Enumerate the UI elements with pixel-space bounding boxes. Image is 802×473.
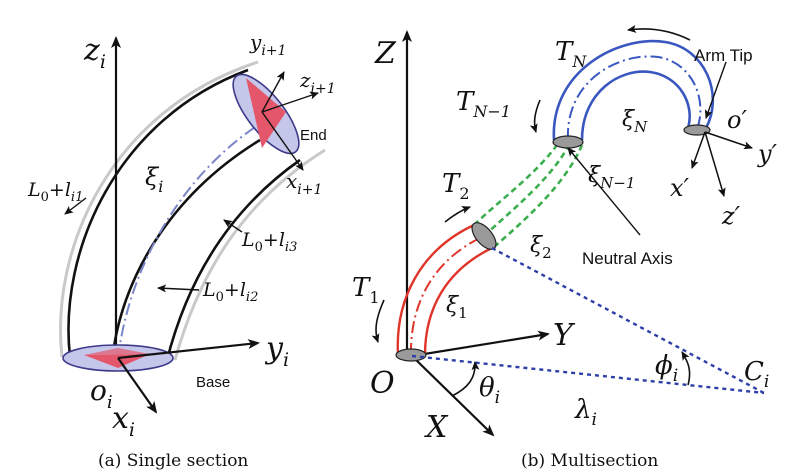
neutral-axis-curve [117, 111, 281, 359]
end-label: End [300, 127, 327, 144]
theta-arc [451, 361, 480, 397]
section-1-red [396, 223, 495, 356]
o-prime-label: o′ [727, 106, 747, 134]
panel-multisection: Z Y X O θi λi ϕi Ci T1 T2 TN−1 TN ξ1 ξ2 … [352, 24, 778, 471]
yi-label: yi [264, 331, 289, 371]
caption-b: (b) Multisection [521, 451, 658, 471]
Z-label: Z [374, 36, 397, 71]
twist-arrows [371, 24, 691, 343]
base-disk-b [395, 348, 427, 362]
zi-label: zi [83, 33, 106, 73]
section-N-blue [552, 39, 715, 141]
z-prime-label: z′ [721, 202, 741, 230]
phi-arc [681, 351, 691, 386]
arm-tip-pointer [704, 61, 727, 119]
caption-a: (a) Single section [98, 451, 248, 471]
construction-lines [411, 246, 765, 395]
xi2-label: ξ2 [530, 233, 552, 262]
xi-axis-arrow [117, 357, 158, 414]
length-leaders [64, 197, 243, 293]
xi-section-label: ξi [145, 163, 163, 196]
O-label: O [370, 366, 395, 401]
base-triangle-top [84, 348, 150, 355]
xiN1-label: ξN−1 [588, 163, 635, 192]
tip-frame-axes [690, 131, 753, 197]
X-label: X [424, 410, 449, 445]
x-next-label: xi+1 [286, 169, 322, 198]
TN1-label: TN−1 [456, 87, 511, 121]
joint-disk-2 [552, 135, 584, 149]
end-triangle [246, 78, 286, 148]
panel-single-section: zi yi xi oi Base End ξi yi+1 zi+1 xi+1 L… [27, 30, 336, 471]
tube-lines [67, 68, 301, 363]
xi-label: xi [112, 401, 135, 441]
Y-axis-arrow [411, 330, 550, 358]
yi-axis-arrow [117, 339, 260, 360]
theta-label: θi [479, 373, 500, 408]
body-shell [59, 60, 326, 361]
base-triangle [84, 354, 150, 368]
Ci-label: Ci [744, 357, 769, 392]
length3-label: L0+li3 [241, 229, 297, 255]
arm-tip-label: Arm Tip [694, 46, 753, 65]
xi1-label: ξ1 [446, 293, 468, 322]
oi-label: oi [90, 374, 113, 413]
xiN-label: ξN [622, 107, 648, 136]
length2-label: L0+li2 [202, 279, 258, 305]
length1-label: L0+li1 [27, 179, 83, 205]
base-label: Base [196, 374, 230, 391]
z-next-label: zi+1 [299, 68, 336, 97]
joint-disk-1 [471, 222, 497, 250]
neutral-axis-label: Neutral Axis [582, 249, 673, 268]
lambda-label: λi [574, 395, 597, 430]
x-prime-label: x′ [670, 174, 690, 202]
T2-label: T2 [442, 169, 470, 203]
phi-label: ϕi [655, 351, 678, 386]
tip-disk [683, 124, 711, 136]
end-frame-axes [261, 71, 319, 171]
section-2-green [473, 144, 584, 248]
T1-label: T1 [352, 273, 380, 307]
neutral-axis-pointer [567, 147, 641, 236]
y-next-label: yi+1 [249, 30, 286, 59]
Y-label: Y [553, 318, 576, 353]
TN-label: TN [555, 37, 587, 71]
y-prime-label: y′ [757, 140, 778, 168]
